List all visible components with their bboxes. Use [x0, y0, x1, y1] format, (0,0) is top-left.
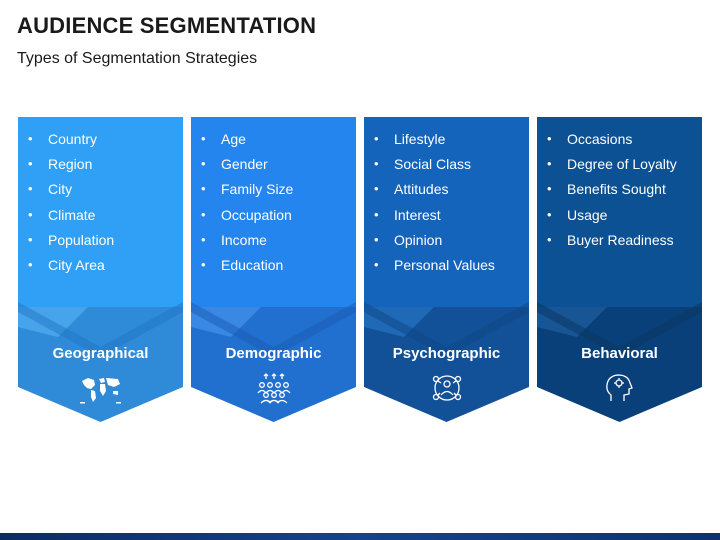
- column-background: [364, 117, 529, 422]
- segment-label: Behavioral: [581, 345, 658, 362]
- list-item: •Lifestyle: [374, 131, 446, 147]
- list-item: •Occupation: [201, 206, 292, 223]
- column-background: [191, 117, 356, 422]
- page-subtitle: Types of Segmentation Strategies: [17, 50, 258, 67]
- segment-column-demographic: •Age •Gender •Family Size •Occupation •I…: [191, 117, 356, 422]
- head-thinking-icon: [605, 374, 633, 401]
- list-item: •Climate: [28, 206, 96, 223]
- segment-items: •Lifestyle •Social Class •Attitudes •Int…: [364, 129, 529, 280]
- list-item: •Education: [201, 256, 284, 273]
- list-item: •Country: [28, 131, 98, 147]
- list-item: •Interest: [374, 206, 441, 223]
- list-item: •Income: [201, 231, 267, 248]
- people-group-icon: [256, 373, 291, 404]
- world-map-icon: [79, 378, 121, 404]
- list-item: •Age: [201, 131, 246, 147]
- list-item: •Gender: [201, 156, 268, 173]
- list-item: •Occasions: [547, 131, 633, 147]
- list-item: •Social Class: [374, 156, 472, 173]
- list-item: •Population: [28, 231, 115, 248]
- list-item: •Degree of Loyalty: [547, 156, 677, 173]
- list-item: •Opinion: [374, 231, 443, 248]
- segment-label: Psychographic: [392, 345, 501, 362]
- segment-column-behavioral: •Occasions •Degree of Loyalty •Benefits …: [537, 117, 702, 422]
- segment-items: •Country •Region •City •Climate •Populat…: [18, 129, 183, 280]
- column-background: [18, 117, 183, 422]
- segment-label: Geographical: [52, 345, 149, 362]
- list-item: •Family Size: [201, 181, 294, 198]
- segment-items: •Occasions •Degree of Loyalty •Benefits …: [537, 129, 702, 255]
- list-item: •Usage: [547, 206, 608, 223]
- list-item: •Attitudes: [374, 181, 449, 198]
- list-item: •Region: [28, 156, 93, 173]
- segment-label: Demographic: [225, 345, 322, 362]
- mind-personality-icon: [432, 375, 461, 401]
- list-item: •City Area: [28, 256, 105, 273]
- list-item: •Personal Values: [374, 256, 495, 273]
- column-background: [537, 117, 702, 422]
- page-title: AUDIENCE SEGMENTATION: [17, 13, 317, 38]
- footer-accent-bar: [0, 533, 720, 540]
- list-item: •Buyer Readiness: [547, 231, 674, 248]
- segment-column-psychographic: •Lifestyle •Social Class •Attitudes •Int…: [364, 117, 529, 422]
- list-item: •Benefits Sought: [547, 181, 666, 198]
- list-item: •City: [28, 181, 73, 198]
- segment-items: •Age •Gender •Family Size •Occupation •I…: [191, 129, 356, 280]
- segment-column-geographical: •Country •Region •City •Climate •Populat…: [18, 117, 183, 422]
